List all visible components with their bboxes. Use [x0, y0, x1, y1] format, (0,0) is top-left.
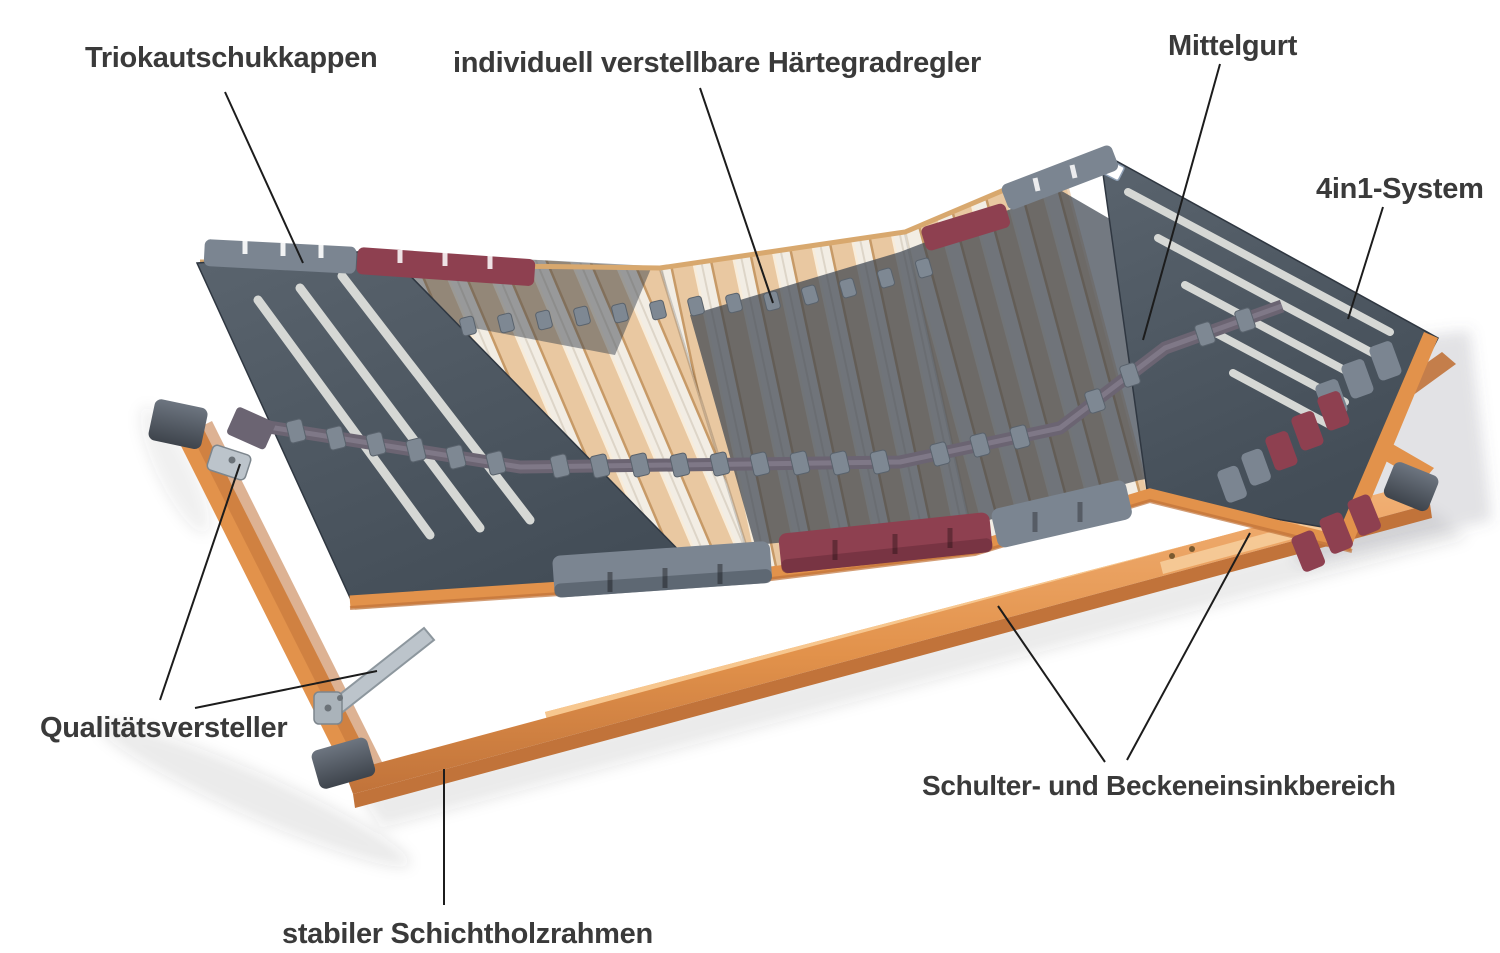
- frame-corner-cap-left: [148, 399, 208, 450]
- label-4in1-system: 4in1-System: [1316, 173, 1484, 205]
- leader-triokautschukkappen: [224, 91, 304, 264]
- end-caps: [203, 145, 1402, 598]
- leader-4in1-system: [1347, 206, 1384, 320]
- head-back-caps-red: [356, 247, 536, 286]
- frame-corner-cap-right: [1383, 462, 1439, 512]
- leader-einsinkbereich-right: [1126, 532, 1251, 761]
- head-back-caps-gray: [203, 239, 357, 274]
- label-triokautschukkappen: Triokautschukkappen: [85, 42, 378, 74]
- front-caps: [552, 480, 1132, 598]
- label-haertegradregler: individuell verstellbare Härtegradregler: [453, 47, 981, 79]
- label-einsinkbereich: Schulter- und Beckeneinsinkbereich: [922, 770, 1396, 801]
- leader-einsinkbereich-left: [997, 605, 1106, 763]
- foot-panel: [1099, 150, 1439, 531]
- leader-lines: [159, 63, 1384, 905]
- slats-head-section: [385, 250, 755, 575]
- leader-qualitaetsversteller-b: [194, 670, 378, 709]
- right-edge-caps: [1217, 341, 1402, 572]
- label-mittelgurt: Mittelgurt: [1168, 30, 1298, 62]
- knee-back-caps: [921, 145, 1119, 251]
- quality-adjuster-arm: [313, 626, 436, 725]
- leader-mittelgurt: [1142, 63, 1221, 341]
- frame: [148, 352, 1456, 808]
- leader-haertegradregler: [699, 87, 774, 304]
- rail-screw: [1189, 546, 1195, 552]
- rail-screw: [1169, 553, 1175, 559]
- frame-corner-cap-front: [311, 737, 376, 789]
- leader-qualitaetsversteller-a: [159, 463, 241, 701]
- head-hinge: [206, 444, 252, 481]
- belt-wrap: [227, 407, 276, 450]
- surface-right-rail: [1336, 332, 1438, 545]
- label-qualitaetsversteller: Qualitätsversteller: [40, 712, 288, 744]
- label-schichtholzrahmen: stabiler Schichtholzrahmen: [282, 918, 653, 950]
